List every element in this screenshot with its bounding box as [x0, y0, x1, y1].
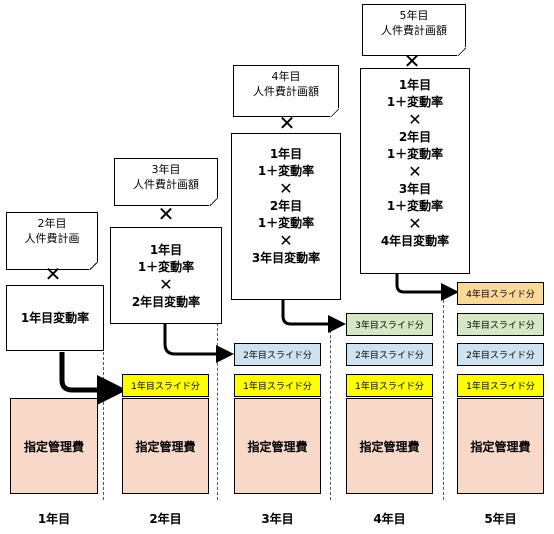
fee-label: 指定管理費	[23, 439, 84, 454]
formula-line: 1＋変動率	[386, 95, 444, 109]
fee-bar-year2: 指定管理費	[122, 398, 209, 494]
year-label-2: 2年目	[149, 512, 182, 526]
slide-cell-year1: 1年目スライド分	[346, 374, 433, 397]
slide-cell-year4: 4年目スライド分	[457, 282, 544, 305]
multiply-icon: ✕	[403, 49, 421, 73]
fee-label: 指定管理費	[359, 439, 420, 454]
plan-note-year2: 2年目 人件費計画	[6, 212, 98, 270]
fee-label: 指定管理費	[470, 439, 531, 454]
guide-line-3	[330, 325, 331, 500]
guide-line-4	[443, 300, 444, 500]
multiply-icon: ✕	[408, 162, 422, 181]
multiply-icon: ✕	[44, 262, 62, 286]
year-label-1: 1年目	[37, 512, 71, 526]
note-label: 人件費計画額	[381, 24, 447, 37]
formula-line: 1年目	[398, 78, 432, 92]
rate-box-year2: 1年目 1＋変動率 ✕ 2年目変動率	[110, 227, 222, 324]
formula-line: 1＋変動率	[257, 164, 315, 178]
arrow-1-to-2	[59, 352, 127, 405]
formula-line: 1＋変動率	[386, 199, 444, 213]
formula-line: 1＋変動率	[137, 260, 195, 274]
slide-cell-year2: 2年目スライド分	[346, 343, 433, 366]
slide-cell-year3: 3年目スライド分	[346, 313, 433, 336]
rate-box-year3: 1年目 1＋変動率 ✕ 2年目 1＋変動率 ✕ 3年目変動率	[231, 133, 341, 300]
slide-cell-year1: 1年目スライド分	[457, 374, 544, 397]
fee-label: 指定管理費	[135, 439, 196, 454]
arrow-4-to-5	[395, 273, 459, 301]
year-label-3: 3年目	[261, 512, 294, 526]
formula-line: 1＋変動率	[386, 147, 444, 161]
formula-line: 1年目	[269, 147, 303, 161]
slide-cell-year3: 3年目スライド分	[457, 313, 544, 336]
arrow-3-to-4	[281, 300, 346, 333]
slide-cell-year1: 1年目スライド分	[234, 374, 321, 397]
formula-line: 1＋変動率	[257, 216, 315, 230]
plan-note-year5: 5年目 人件費計画額	[362, 4, 466, 56]
note-label: 人件費計画額	[133, 178, 199, 191]
formula-line: 2年目	[398, 130, 432, 144]
fee-label: 指定管理費	[247, 439, 308, 454]
guide-line-2	[217, 318, 218, 500]
note-year: 5年目	[399, 9, 429, 22]
year-label-4: 4年目	[373, 512, 406, 526]
note-label: 人件費計画額	[253, 85, 319, 98]
multiply-icon: ✕	[408, 214, 422, 233]
year-label-5: 5年目	[484, 512, 517, 526]
multiply-icon: ✕	[278, 111, 296, 135]
plan-note-year3: 3年目 人件費計画額	[114, 158, 218, 206]
slide-cell-year2: 2年目スライド分	[457, 343, 544, 366]
formula-line: 4年目変動率	[380, 234, 450, 248]
multiply-icon: ✕	[408, 110, 422, 129]
guide-line-1	[103, 352, 104, 500]
note-year: 4年目	[271, 70, 301, 83]
note-year: 2年目	[37, 217, 67, 230]
rate-box-year1: 1年目変動率	[6, 285, 104, 351]
rate-label: 1年目変動率	[20, 310, 90, 325]
multiply-icon: ✕	[279, 179, 293, 198]
formula-line: 2年目変動率	[131, 295, 201, 309]
rate-box-year4: 1年目 1＋変動率 ✕ 2年目 1＋変動率 ✕ 3年目 1＋変動率 ✕ 4年目変…	[360, 68, 470, 274]
fee-bar-year3: 指定管理費	[234, 398, 321, 494]
formula-line: 3年目変動率	[251, 251, 321, 265]
multiply-icon: ✕	[157, 202, 175, 226]
slide-cell-year1: 1年目スライド分	[122, 374, 209, 397]
note-label: 人件費計画	[24, 232, 80, 245]
fee-bar-year1: 指定管理費	[10, 398, 98, 494]
slide-cell-year2: 2年目スライド分	[234, 343, 321, 366]
multiply-icon: ✕	[159, 275, 173, 294]
note-year: 3年目	[151, 163, 181, 176]
arrow-2-to-3	[163, 324, 234, 363]
fee-bar-year5: 指定管理費	[457, 398, 544, 494]
fee-bar-year4: 指定管理費	[346, 398, 433, 494]
plan-note-year4: 4年目 人件費計画額	[233, 65, 339, 117]
multiply-icon: ✕	[279, 231, 293, 250]
formula-line: 2年目	[269, 199, 303, 213]
formula-line: 3年目	[398, 182, 432, 196]
formula-line: 1年目	[149, 243, 183, 257]
